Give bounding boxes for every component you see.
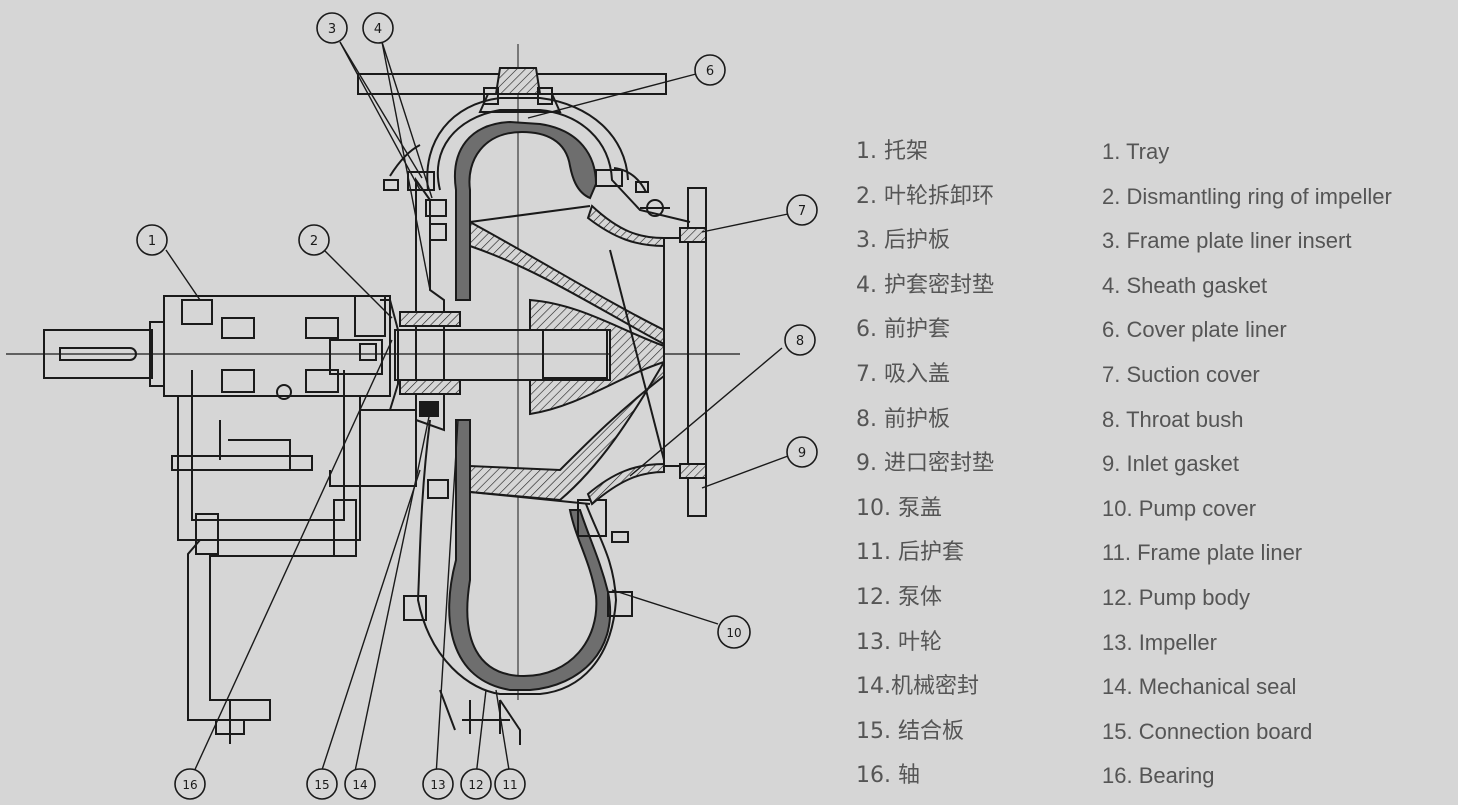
legend-cn: 10. 泵盖 bbox=[856, 495, 942, 521]
callout-16: 16 bbox=[174, 768, 206, 800]
svg-text:16: 16 bbox=[182, 778, 197, 792]
legend-item: 13. 叶轮 13. Impeller bbox=[856, 627, 1456, 672]
legend-en: 1. Tray bbox=[1102, 139, 1170, 164]
legend-en: 8. Throat bush bbox=[1102, 406, 1244, 432]
legend-en: 6. Cover plate liner bbox=[1102, 317, 1287, 343]
frame-plate bbox=[399, 176, 461, 499]
svg-text:8: 8 bbox=[796, 334, 804, 349]
legend-en: 10. Pump cover bbox=[1102, 495, 1257, 521]
legend-cn: 7. 吸入盖 bbox=[856, 361, 950, 387]
legend-cn: 8. 前护板 bbox=[856, 406, 950, 432]
legend-item: 8. 前护板 8. Throat bush bbox=[856, 404, 1456, 449]
svg-text:1: 1 bbox=[148, 234, 156, 249]
svg-text:7: 7 bbox=[798, 204, 806, 219]
svg-text:2: 2 bbox=[310, 234, 318, 249]
legend-cn: 3. 后护板 bbox=[856, 228, 950, 254]
callout-2: 2 bbox=[298, 224, 330, 256]
legend-cn: 14.机械密封 bbox=[856, 674, 979, 700]
legend-item: 1. 托架 1. Tray bbox=[856, 136, 1456, 181]
callout-6: 6 bbox=[694, 54, 726, 86]
legend-item: 10. 泵盖 10. Pump cover bbox=[856, 493, 1456, 538]
callout-11: 11 bbox=[494, 768, 526, 800]
svg-text:15: 15 bbox=[314, 778, 329, 792]
svg-text:4: 4 bbox=[374, 22, 382, 37]
legend-cn: 4. 护套密封垫 bbox=[856, 272, 994, 298]
legend-item: 15. 结合板 15. Connection board bbox=[856, 716, 1456, 761]
legend-en: 3. Frame plate liner insert bbox=[1102, 228, 1352, 254]
callout-15: 15 bbox=[306, 768, 338, 800]
legend-cn: 6. 前护套 bbox=[856, 317, 950, 343]
legend-en: 4. Sheath gasket bbox=[1102, 272, 1268, 298]
legend-en: 14. Mechanical seal bbox=[1102, 674, 1297, 700]
legend-en: 7. Suction cover bbox=[1102, 361, 1260, 387]
legend-item: 16. 轴 16. Bearing bbox=[856, 760, 1456, 805]
callout-10: 10 bbox=[717, 615, 751, 649]
legend-en: 13. Impeller bbox=[1102, 629, 1217, 655]
legend-en: 16. Bearing bbox=[1102, 763, 1215, 789]
legend-cn: 15. 结合板 bbox=[856, 718, 964, 744]
pump-casing bbox=[383, 97, 691, 223]
callout-8: 8 bbox=[784, 324, 816, 356]
legend-item: 7. 吸入盖 7. Suction cover bbox=[856, 359, 1456, 404]
legend-en: 2. Dismantling ring of impeller bbox=[1102, 183, 1392, 209]
callout-13: 13 bbox=[422, 768, 454, 800]
parts-legend: 1. 托架 1. Tray 2. 叶轮拆卸环 2. Dismantling ring… bbox=[856, 136, 1456, 805]
legend-cn: 1. 托架 bbox=[856, 139, 928, 164]
callout-1: 1 bbox=[136, 224, 168, 256]
svg-text:9: 9 bbox=[798, 446, 806, 461]
svg-text:13: 13 bbox=[430, 778, 445, 792]
legend-en: 15. Connection board bbox=[1102, 718, 1313, 744]
legend-cn: 9. 进口密封垫 bbox=[856, 451, 994, 477]
upper-liner bbox=[454, 120, 598, 301]
legend-cn: 12. 泵体 bbox=[856, 584, 942, 610]
callout-7: 7 bbox=[786, 194, 818, 226]
legend-cn: 16. 轴 bbox=[856, 763, 920, 789]
svg-text:6: 6 bbox=[706, 64, 714, 79]
callout-14: 14 bbox=[344, 768, 376, 800]
legend-cn: 2. 叶轮拆卸环 bbox=[856, 183, 994, 209]
bearing-tray bbox=[163, 295, 417, 744]
top-frame bbox=[357, 67, 667, 113]
svg-text:14: 14 bbox=[352, 778, 367, 792]
leader-lines bbox=[165, 41, 789, 777]
callout-bubbles: 1 2 3 4 6 7 8 9 10 11 12 13 14 15 16 bbox=[136, 12, 818, 800]
legend-item: 14.机械密封 14. Mechanical seal bbox=[856, 671, 1456, 716]
callout-9: 9 bbox=[786, 436, 818, 468]
legend-item: 11. 后护套 11. Frame plate liner bbox=[856, 537, 1456, 582]
legend-cn: 13. 叶轮 bbox=[856, 629, 942, 655]
legend-cn: 11. 后护套 bbox=[856, 540, 964, 566]
callout-4: 4 bbox=[362, 12, 394, 44]
svg-text:11: 11 bbox=[502, 778, 517, 792]
legend-item: 9. 进口密封垫 9. Inlet gasket bbox=[856, 448, 1456, 493]
svg-text:3: 3 bbox=[328, 22, 336, 37]
legend-item: 4. 护套密封垫 4. Sheath gasket bbox=[856, 270, 1456, 315]
suction-cover bbox=[586, 187, 707, 517]
legend-item: 2. 叶轮拆卸环 2. Dismantling ring of impeller bbox=[856, 181, 1456, 226]
pump-cross-section-drawing: 1 2 3 4 6 7 8 9 10 11 12 13 14 15 16 bbox=[6, 12, 818, 800]
callout-12: 12 bbox=[460, 768, 492, 800]
svg-text:12: 12 bbox=[468, 778, 483, 792]
lower-liner bbox=[448, 419, 611, 691]
impeller bbox=[469, 205, 665, 505]
legend-item: 12. 泵体 12. Pump body bbox=[856, 582, 1456, 627]
callout-3: 3 bbox=[316, 12, 348, 44]
legend-item: 3. 后护板 3. Frame plate liner insert bbox=[856, 225, 1456, 270]
legend-en: 9. Inlet gasket bbox=[1102, 451, 1239, 477]
svg-text:10: 10 bbox=[726, 626, 741, 640]
legend-item: 6. 前护套 6. Cover plate liner bbox=[856, 314, 1456, 359]
legend-en: 12. Pump body bbox=[1102, 584, 1250, 610]
legend-en: 11. Frame plate liner bbox=[1102, 540, 1303, 566]
